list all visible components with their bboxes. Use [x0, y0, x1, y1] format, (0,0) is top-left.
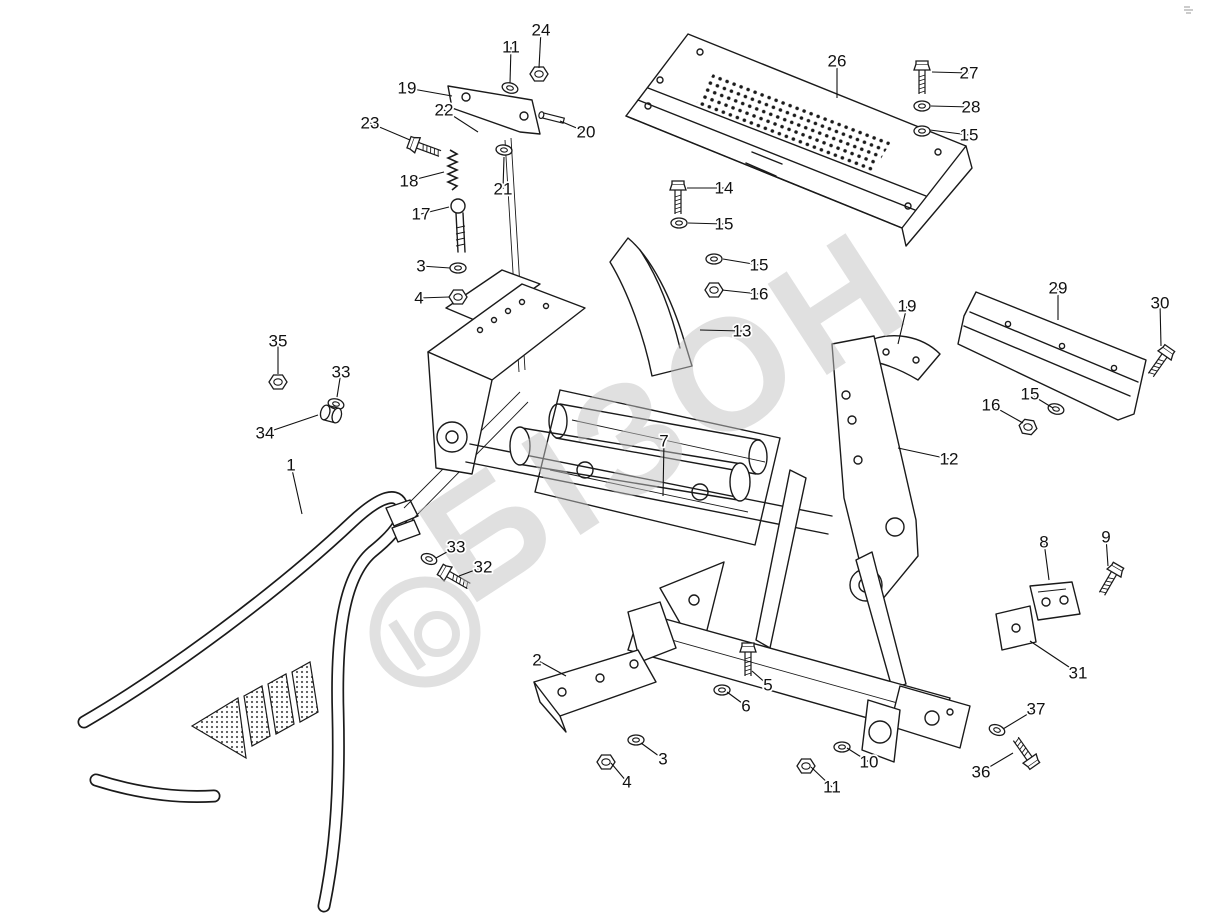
leader-line [1159, 302, 1162, 347]
corner-mark [1184, 6, 1193, 14]
callout-label-22: 22 [435, 101, 454, 120]
callout-label-11: 11 [502, 38, 520, 57]
callout-label-13: 13 [733, 322, 752, 341]
leader-line [264, 414, 319, 434]
leader-line [930, 105, 972, 108]
leader-line [929, 129, 970, 136]
leader-line [897, 305, 908, 345]
callout-label-3: 3 [416, 257, 425, 276]
plate-part-31 [995, 605, 1037, 651]
leader-line [1029, 640, 1079, 674]
callout-label-11: 11 [823, 778, 841, 797]
side-guard-part-29 [957, 291, 1147, 421]
callout-label-18: 18 [400, 172, 419, 191]
callout-label-8: 8 [1039, 533, 1048, 552]
callout-label-15: 15 [750, 256, 769, 275]
leader-line [420, 206, 450, 215]
leader-line [662, 440, 665, 497]
callout-label-4: 4 [414, 289, 423, 308]
callout-label-28: 28 [962, 98, 981, 117]
callout-label-16: 16 [982, 396, 1001, 415]
callout-label-30: 30 [1151, 294, 1170, 313]
leader-line [458, 566, 484, 577]
leader-line [810, 766, 833, 788]
callout-label-19: 19 [398, 79, 417, 98]
leader-line [406, 87, 453, 97]
callout-label-16: 16 [750, 285, 769, 304]
leader-line [990, 404, 1024, 424]
main-frame-assembly [427, 237, 971, 763]
leader-line [726, 691, 747, 707]
callout-label-15: 15 [960, 126, 979, 145]
callout-label-29: 29 [1049, 279, 1068, 298]
leader-line [502, 156, 505, 190]
leader-line [721, 289, 760, 295]
tube-frame-part-1 [77, 391, 529, 913]
leader-line [751, 670, 769, 686]
callout-label-12: 12 [940, 450, 959, 469]
leader-line [536, 659, 567, 677]
callout-label-27: 27 [960, 64, 979, 83]
leader-line [846, 747, 870, 763]
leader-line [1029, 393, 1054, 409]
callout-label-1: 1 [286, 456, 295, 475]
leader-line [369, 122, 411, 141]
leader-line [640, 742, 664, 760]
leader-line [931, 71, 970, 74]
callout-label-33: 33 [447, 538, 466, 557]
callout-label-32: 32 [474, 558, 493, 577]
leader-line [722, 258, 760, 266]
callout-label-36: 36 [972, 763, 991, 782]
callout-label-37: 37 [1027, 700, 1046, 719]
callout-label-7: 7 [659, 432, 668, 451]
leader-line [559, 120, 587, 133]
leader-line [420, 265, 451, 269]
arrow-decal [190, 661, 319, 760]
callout-label-33: 33 [332, 363, 351, 382]
leader-line [980, 752, 1014, 773]
callout-label-23: 23 [361, 114, 380, 133]
callout-label-19: 19 [898, 297, 917, 316]
callout-label-24: 24 [532, 21, 551, 40]
eye-bolt-part-17 [450, 198, 466, 253]
leader-line [538, 29, 542, 69]
leader-line [610, 762, 628, 783]
callout-label-15: 15 [715, 215, 734, 234]
bracket-part-2 [533, 649, 657, 733]
callout-label-21: 21 [494, 180, 513, 199]
callout-label-3: 3 [658, 750, 667, 769]
leader-line [443, 109, 479, 133]
callout-label-5: 5 [763, 676, 772, 695]
fasteners [268, 60, 1177, 774]
bracket-part-8 [1029, 581, 1081, 621]
callout-label-20: 20 [577, 123, 596, 142]
leader-line [897, 447, 950, 460]
leader-line [418, 296, 450, 299]
callout-label-17: 17 [412, 205, 431, 224]
callout-label-4: 4 [622, 773, 631, 792]
leader-line [1043, 541, 1050, 581]
callout-label-34: 34 [256, 424, 275, 443]
callout-label-26: 26 [828, 52, 847, 71]
callout-label-31: 31 [1069, 664, 1088, 683]
callout-label-9: 9 [1101, 528, 1110, 547]
callout-label-15: 15 [1021, 385, 1040, 404]
leader-line [290, 464, 303, 515]
callout-label-6: 6 [741, 697, 750, 716]
leader-line [435, 546, 457, 559]
leader-line [1105, 536, 1109, 567]
leader-line [336, 371, 342, 398]
leader-line [509, 46, 512, 84]
callout-label-2: 2 [532, 651, 541, 670]
leader-line [408, 171, 445, 182]
perforated-cover-part-26 [625, 33, 973, 247]
leader-line [687, 222, 725, 225]
leader-line [1002, 708, 1037, 730]
callout-label-10: 10 [860, 753, 879, 772]
callout-label-14: 14 [715, 179, 734, 198]
leader-line [699, 329, 743, 332]
callout-label-35: 35 [269, 332, 288, 351]
